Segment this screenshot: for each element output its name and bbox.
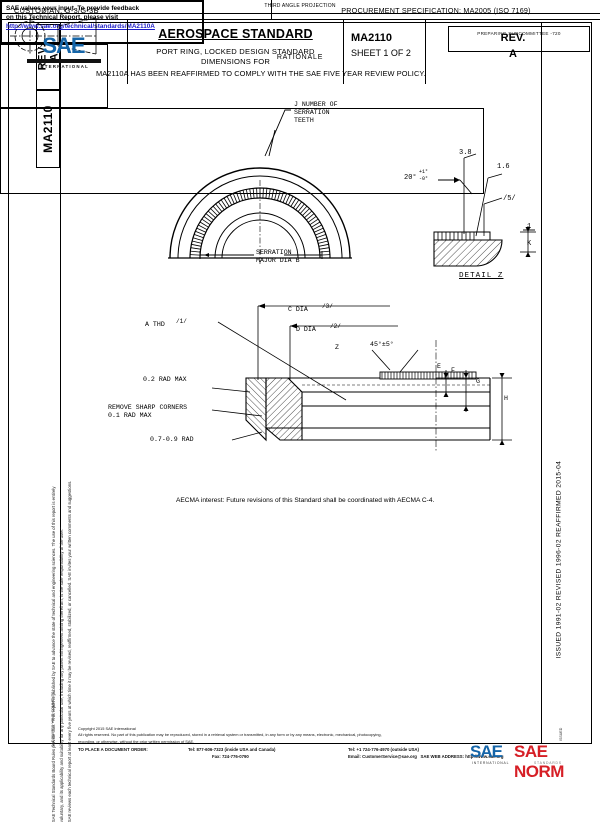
right-margin-bottom-note: ISSUED [548,640,564,741]
sheet-number: SHEET 1 OF 2 [351,48,411,58]
title-block-row-1: CUSTODIAN: G-3/G-3B PROCUREMENT SPECIFIC… [0,0,600,20]
feedback-link[interactable]: http://www.sae.org/technical/standards/M… [6,23,155,30]
rationale-text: MA2110A HAS BEEN REAFFIRMED TO COMPLY WI… [96,69,426,78]
aerospace-standard-title: AEROSPACE STANDARD [158,27,313,41]
document-number: MA2110 [351,32,392,44]
sae-logo-word: SAE [42,33,85,58]
title-block-row-2: SAE INTERNATIONAL AEROSPACE STANDARD POR… [0,20,600,84]
dim-f-label: F [451,367,455,374]
port-ring-section-view [211,303,512,452]
major-dia-label: SERRATION MAJOR DIA B [256,249,300,265]
major-dia-leader [199,251,323,259]
dim-d-note: /2/ [330,323,341,330]
sae-logo-bar [26,59,101,63]
legal-line-1: SAE Technical Standards Board Rules prov… [50,486,56,822]
left-margin-bottom-note: SAE INVITES YOUR COMMENTS [40,664,56,747]
legal-line-2: voluntary, and its applicability and sui… [58,527,64,822]
detail-angle-value: 20° [404,174,417,182]
note-remove-sharp-corners: REMOVE SHARP CORNERS 0.1 RAD MAX [108,404,188,420]
serrated-ring-top-view [168,167,352,264]
footer-web-label: SAE WEB ADDRESS: [420,754,465,760]
title-block: CUSTODIAN: G-3/G-3B PROCUREMENT SPECIFIC… [0,0,600,194]
detail-note-5: /5/ [503,195,516,203]
dim-a-note: /1/ [176,318,187,325]
revision-cell: REV. A [426,20,600,84]
sae-logo-subtitle: INTERNATIONAL [37,64,90,69]
detail-angle-tol-lower: -0° [419,176,429,182]
rev-tab: REV. A [36,24,60,90]
sae-norm-watermark: SAE SAE NORM INTERNATIONAL STANDARDS [470,742,600,781]
sheet-inner-border [60,22,542,744]
procurement-text: PROCUREMENT SPECIFICATION: MA2005 (ISO 7… [341,6,531,15]
watermark-sub-1: INTERNATIONAL [472,761,510,765]
footer-order-label: TO PLACE A DOCUMENT ORDER: [78,747,148,753]
left-margin-bottom-text: SAE INVITES YOUR COMMENTS [51,691,55,747]
document-number-tab: MA2110 [36,90,60,168]
detail-z-view [433,153,536,267]
preparing-subcommittee-box: PREPARING SUBCOMMITTEE -720 [448,26,590,52]
detail-dim-3-8: 3.8 [459,149,472,157]
dim-c-dia-label: C DIA [288,306,308,313]
detail-dim-1-underline [523,229,535,231]
footer-fax: Fax: 724-776-0790 [212,754,249,760]
custodian-cell: CUSTODIAN: G-3/G-3B [0,0,272,19]
teeth-callout-leader [264,109,291,157]
footer-block: Copyright 2015 SAE International All rig… [78,726,548,760]
document-number-tab-label: MA2110 [41,105,56,153]
footer-copyright: Copyright 2015 SAE International [78,726,136,731]
procurement-cell: PROCUREMENT SPECIFICATION: MA2005 (ISO 7… [272,0,600,19]
footer-tel-intl: Tel: +1 724-776-4970 (outside USA) [348,747,419,753]
revision-label: REV. [500,32,526,44]
detail-dim-k: K [527,240,532,248]
footer-email: Email: CustomerService@sae.org [348,754,417,760]
standard-subtitle-line-2: DIMENSIONS FOR [200,57,271,66]
legal-line-3: SAE reviews each technical report at lea… [67,480,73,822]
right-margin-bottom-text: ISSUED [559,727,563,741]
dim-c-note: /3/ [322,303,333,310]
document-id-cell: MA2110 SHEET 1 OF 2 [344,20,426,84]
dim-h-label: H [504,395,508,402]
sae-logo-cell: SAE INTERNATIONAL [0,20,128,84]
aecma-note: AECMA interest: Future revisions of this… [176,497,435,504]
detail-z-title: DETAIL Z [459,272,504,280]
footer-rights-2: recording, or otherwise, without the pri… [78,738,195,744]
dim-g-label: G [476,378,480,385]
note-0-2-rad-max: 0.2 RAD MAX [143,376,187,383]
detail-dim-1-6: 1.6 [497,163,510,171]
dim-angle-45-label: 45°±5° [370,341,394,348]
dim-d-dia-label: D DIA [296,326,316,333]
watermark-part-1: SAE [470,742,503,761]
note-0-7-0-9-rad: 0.7-0.9 RAD [150,436,194,443]
footer-rights-1: All rights reserved. No part of this pub… [78,732,382,738]
third-angle-projection-divider [0,13,600,14]
rationale-heading: RATIONALE [276,54,324,61]
custodian-text: CUSTODIAN: G-3/G-3B [14,6,99,15]
detail-dim-1: 1 [527,223,532,231]
detail-angle-tol-upper: +1° [419,169,429,175]
preparing-subcommittee-label: PREPARING SUBCOMMITTEE -720 [477,31,561,36]
teeth-callout-label: J NUMBER OF SERRATION TEETH [294,101,338,125]
footer-web-url[interactable]: http://www.sae.org [465,754,504,760]
watermark-sub-2: STANDARDS [534,761,562,765]
standard-subtitle-line-1: PORT RING, LOCKED DESIGN STANDARD [156,47,315,56]
left-margin-legal-block: SAE Technical Standards Board Rules prov… [12,180,72,822]
footer-tel-us: Tel: 877-606-7323 (inside USA and Canada… [188,747,276,753]
detail-z-pointer-label: Z [335,344,339,351]
feedback-line-1: SAE values your input. To provide feedba… [6,5,140,12]
issue-revision-dates: ISSUED 1991-02 REVISED 1996-02 REAFFIRME… [555,460,563,659]
sae-logo: SAE INTERNATIONAL [26,33,101,69]
revision-value: A [509,48,517,60]
feedback-line-2: on this Technical Report, please visit [6,14,119,21]
dim-e-label: E [437,363,441,370]
dim-a-thd-label: A THD [145,321,165,328]
standard-title-cell: AEROSPACE STANDARD PORT RING, LOCKED DES… [128,20,344,84]
third-angle-projection-title: THIRD ANGLE PROJECTION [264,3,336,9]
